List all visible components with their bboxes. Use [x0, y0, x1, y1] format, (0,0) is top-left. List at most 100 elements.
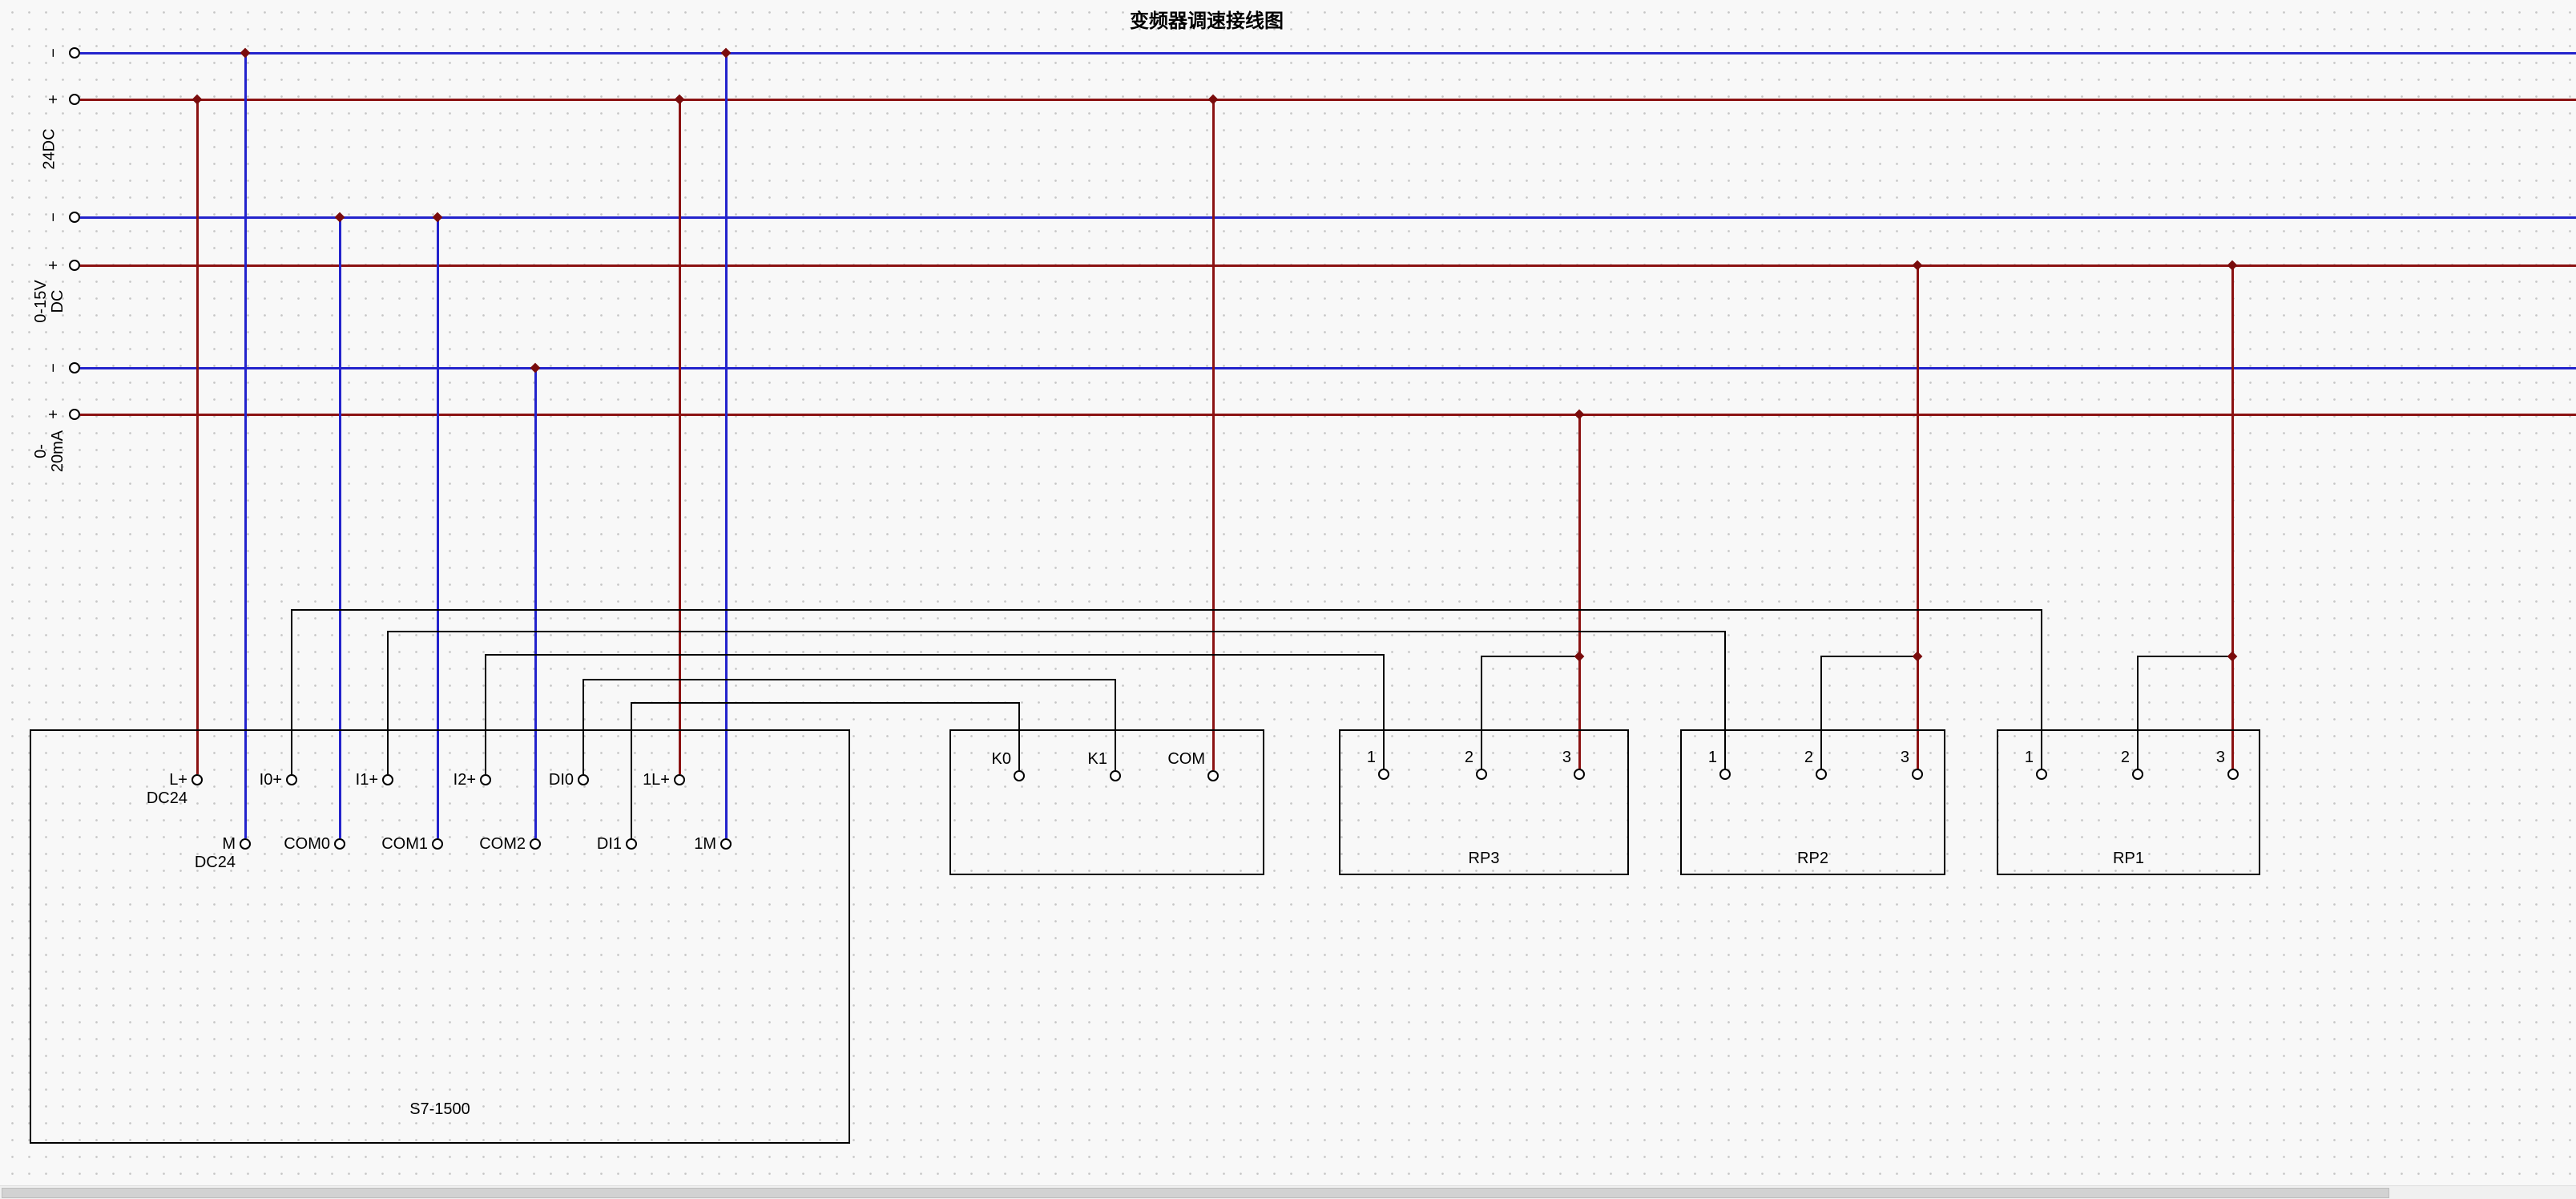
junction-dot [2227, 651, 2238, 662]
terminal-circle[interactable] [2132, 769, 2143, 780]
wire-com2-to-0-20ma-minus[interactable] [534, 368, 537, 838]
junction-dot [720, 47, 732, 59]
horizontal-scrollbar[interactable] [0, 1185, 2576, 1199]
wire-rp3-wiper-tie[interactable] [1481, 656, 1580, 657]
terminal-circle[interactable] [69, 260, 80, 271]
polarity-sign: − [45, 212, 63, 222]
relay-contact-box[interactable] [949, 729, 1264, 875]
terminal-circle[interactable] [69, 409, 80, 420]
bus-24dc-plus[interactable] [80, 99, 2576, 101]
terminal-circle[interactable] [382, 774, 393, 785]
terminal-circle[interactable] [69, 94, 80, 105]
junction-dot [1574, 409, 1585, 420]
polarity-sign: − [45, 48, 63, 58]
wire-rp1-3-to-0-15v-plus[interactable] [2231, 265, 2234, 770]
terminal-circle[interactable] [1912, 769, 1923, 780]
terminal-label: COM2 [479, 835, 526, 853]
wire-i0plus-up[interactable] [291, 610, 292, 774]
wire-1lplus-to-24dc-plus[interactable] [679, 99, 681, 774]
wire-com1-to-0-15v-minus[interactable] [437, 217, 439, 838]
plc-box-s7-1500[interactable]: S7-1500 [30, 729, 850, 1144]
terminal-label: M [222, 835, 236, 853]
terminal-circle[interactable] [69, 212, 80, 223]
terminal-circle[interactable] [720, 838, 732, 850]
polarity-sign: + [45, 95, 63, 104]
terminal-circle[interactable] [286, 774, 297, 785]
wire-di1-to-k0[interactable] [1018, 703, 1020, 770]
terminal-label: DI1 [596, 835, 622, 853]
terminal-circle[interactable] [240, 838, 251, 850]
junction-dot [2227, 260, 2238, 271]
terminal-label: DI0 [548, 771, 574, 789]
wire-rp1-wiper-up[interactable] [2137, 656, 2139, 770]
terminal-label: 2 [2120, 749, 2130, 766]
terminal-label: 1L+ [643, 771, 670, 789]
junction-dot [1574, 651, 1585, 662]
terminal-circle[interactable] [69, 47, 80, 59]
terminal-circle[interactable] [1110, 770, 1121, 781]
wire-com0-to-0-15v-minus[interactable] [339, 217, 341, 838]
junction-dot [1207, 94, 1219, 105]
terminal-circle[interactable] [2227, 769, 2239, 780]
wire-i2plus-run[interactable] [485, 654, 1385, 656]
terminal-label: 1 [1707, 749, 1717, 766]
wire-di0-up[interactable] [583, 680, 584, 774]
terminal-circle[interactable] [191, 774, 203, 785]
pot-box-rp2[interactable]: RP2 [1680, 729, 1945, 875]
wire-com-to-24dc-plus[interactable] [1212, 99, 1215, 770]
terminal-circle[interactable] [1207, 770, 1219, 781]
wire-di0-to-k1[interactable] [1115, 680, 1116, 770]
pot-box-rp3[interactable]: RP3 [1339, 729, 1629, 875]
wire-i1plus-up[interactable] [387, 632, 389, 774]
terminal-circle[interactable] [674, 774, 685, 785]
terminal-circle[interactable] [530, 838, 541, 850]
wire-rp2-wiper-up[interactable] [1820, 656, 1822, 770]
terminal-label: 1 [2024, 749, 2034, 766]
terminal-circle[interactable] [1014, 770, 1025, 781]
terminal-circle[interactable] [1719, 769, 1731, 780]
wire-rp1-wiper-tie[interactable] [2137, 656, 2233, 657]
wire-1m-to-24dc-minus[interactable] [725, 53, 728, 838]
wire-i0plus-to-rp1-1[interactable] [2041, 610, 2042, 770]
wire-i1plus-to-rp2-1[interactable] [1724, 632, 1726, 770]
bus-0-20ma-minus[interactable] [80, 367, 2576, 369]
terminal-label: I2+ [453, 771, 476, 789]
bus-0-20ma-plus[interactable] [80, 414, 2576, 416]
junction-dot [1912, 260, 1923, 271]
wire-lplus-to-24dc-plus[interactable] [196, 99, 199, 774]
polarity-sign: − [45, 363, 63, 373]
terminal-circle[interactable] [334, 838, 345, 850]
terminal-circle[interactable] [1378, 769, 1389, 780]
wire-m-to-24dc-minus[interactable] [244, 53, 247, 838]
wire-di1-run[interactable] [631, 702, 1020, 704]
terminal-circle[interactable] [1816, 769, 1827, 780]
terminal-circle[interactable] [1574, 769, 1585, 780]
bus-0-15v-minus[interactable] [80, 216, 2576, 219]
pot-name-label: RP1 [2113, 850, 2144, 867]
wire-rp3-wiper-up[interactable] [1481, 656, 1482, 770]
wire-rp3-3-to-0-20ma-plus[interactable] [1578, 414, 1581, 770]
terminal-circle[interactable] [626, 838, 637, 850]
terminal-circle[interactable] [2036, 769, 2047, 780]
wire-rp2-wiper-tie[interactable] [1820, 656, 1918, 657]
terminal-sublabel: DC24 [194, 854, 236, 871]
pot-box-rp1[interactable]: RP1 [1997, 729, 2260, 875]
wire-di0-run[interactable] [583, 679, 1116, 680]
terminal-circle[interactable] [578, 774, 589, 785]
horizontal-scrollbar-thumb[interactable] [2, 1188, 2389, 1198]
terminal-circle[interactable] [1476, 769, 1487, 780]
wire-i1plus-run[interactable] [387, 631, 1726, 632]
terminal-circle[interactable] [480, 774, 491, 785]
bus-24dc-minus[interactable] [80, 52, 2576, 54]
wire-i0plus-run[interactable] [291, 609, 2042, 611]
junction-dot [334, 212, 345, 223]
bus-0-15v-plus[interactable] [80, 264, 2576, 267]
terminal-label: COM1 [381, 835, 428, 853]
terminal-circle[interactable] [69, 362, 80, 373]
wire-rp2-3-to-0-15v-plus[interactable] [1917, 265, 1919, 770]
wire-i2plus-to-rp3-1[interactable] [1383, 655, 1385, 770]
wire-i2plus-up[interactable] [485, 655, 486, 774]
terminal-circle[interactable] [432, 838, 443, 850]
wire-di1-up[interactable] [631, 703, 632, 838]
